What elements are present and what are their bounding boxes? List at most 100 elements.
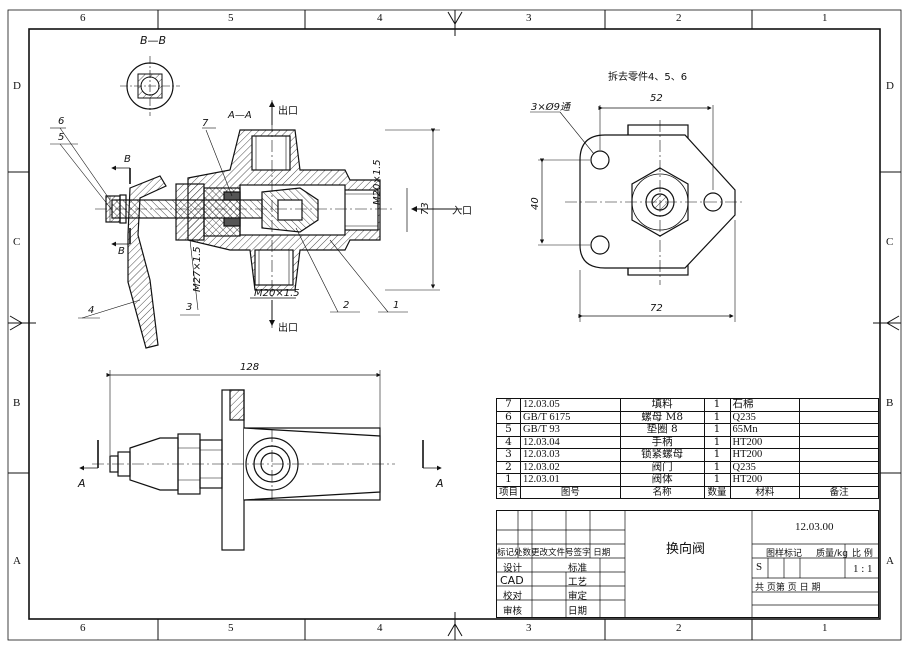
- section-aa-label: A—A: [228, 110, 252, 121]
- zone-left-d: D: [13, 80, 21, 92]
- bom-cell-code: 12.03.04: [520, 435, 621, 449]
- weight-header: 质量/kg: [816, 549, 848, 559]
- outlet-bottom-label: 出口: [278, 323, 298, 334]
- outlet-top-label: 出口: [278, 106, 298, 117]
- thread-m20-bottom-label: M20×1.5: [254, 288, 300, 299]
- bom-cell-qty: 1: [703, 398, 731, 412]
- zone-top-3: 3: [526, 12, 532, 24]
- cut-b-bottom-label: B: [118, 246, 125, 257]
- balloon-4: 4: [88, 305, 95, 316]
- bom-cell-qty: 1: [703, 423, 731, 437]
- balloon-2: 2: [343, 300, 350, 311]
- bom-cell-code: GB/T 93: [520, 423, 621, 437]
- balloon-1: 1: [393, 300, 400, 311]
- balloon-7: 7: [202, 118, 209, 129]
- bom-cell-material: 石棉: [729, 398, 801, 412]
- bom-cell-no: 2: [495, 460, 522, 474]
- label-date: 日期: [568, 606, 588, 617]
- label-design: 设计: [503, 563, 523, 574]
- label-process: 工艺: [568, 577, 588, 588]
- zone-left-a: A: [13, 555, 21, 567]
- section-bb-view: [120, 56, 180, 116]
- bom-cell-name: 螺母 M8: [619, 410, 705, 424]
- bom-cell-code: GB/T 6175: [520, 410, 621, 424]
- bom-cell-note: [799, 423, 879, 437]
- zone-right-b: B: [886, 397, 894, 409]
- bom-cell-note: [799, 460, 879, 474]
- bom-cell-qty: 1: [703, 460, 731, 474]
- bom-cell-code: 12.03.05: [520, 398, 621, 412]
- bom-cell-material: 65Mn: [729, 423, 801, 437]
- zone-left-b: B: [13, 397, 21, 409]
- zone-right-a: A: [886, 555, 894, 567]
- label-cad: CAD: [500, 574, 524, 587]
- bom-cell-code: 12.03.01: [520, 473, 621, 487]
- bom-cell-no: 3: [495, 448, 522, 462]
- title-block: [496, 510, 879, 618]
- label-approve: 审定: [568, 591, 588, 602]
- dim-40: 40: [530, 197, 541, 210]
- drawing-number: 12.03.00: [795, 521, 834, 533]
- thread-m20-label: M20×1.5: [372, 159, 383, 205]
- bom-cell-no: 1: [495, 473, 522, 487]
- bom-cell-name: 垫圈 8: [619, 423, 705, 437]
- sheet-info: 共 页第 页 日 期: [755, 583, 821, 593]
- scale-header: 比 例: [852, 549, 873, 559]
- bom-cell-note: [799, 435, 879, 449]
- label-review: 审核: [503, 606, 523, 617]
- balloon-3: 3: [186, 302, 193, 313]
- bom-cell-name: 锁紧螺母: [619, 448, 705, 462]
- bom-header-code: 图号: [520, 485, 621, 499]
- bom-cell-material: Q235: [729, 410, 801, 424]
- zone-left-c: C: [13, 236, 21, 248]
- zone-bottom-5: 5: [228, 622, 234, 634]
- revision-header: 标记处数更改文件号签字 日期: [497, 548, 611, 558]
- bom-header-qty: 数量: [703, 485, 731, 499]
- zone-top-5: 5: [228, 12, 234, 24]
- zone-top-4: 4: [377, 12, 383, 24]
- bom-cell-material: HT200: [729, 435, 801, 449]
- main-section-view: [50, 100, 462, 349]
- bom-cell-name: 阀门: [619, 460, 705, 474]
- dim-52: 52: [650, 93, 663, 104]
- bom-cell-code: 12.03.03: [520, 448, 621, 462]
- inlet-label: 入口: [452, 206, 472, 217]
- bom-cell-name: 手柄: [619, 435, 705, 449]
- zone-bottom-1: 1: [822, 622, 828, 634]
- zone-top-2: 2: [676, 12, 682, 24]
- bom-header-material: 材料: [729, 485, 801, 499]
- bom-cell-name: 填料: [619, 398, 705, 412]
- drawing-title: 换向阀: [666, 542, 706, 557]
- front-view: [79, 370, 442, 551]
- bom-cell-material: Q235: [729, 460, 801, 474]
- bom-cell-note: [799, 473, 879, 487]
- bom-cell-qty: 1: [703, 435, 731, 449]
- bom-cell-note: [799, 410, 879, 424]
- balloon-5: 5: [58, 132, 65, 143]
- bom-cell-no: 7: [495, 398, 522, 412]
- zone-bottom-4: 4: [377, 622, 383, 634]
- zone-bottom-2: 2: [676, 622, 682, 634]
- dim-128: 128: [240, 362, 260, 373]
- sheet-frame: [7, 9, 902, 641]
- dim-73: 73: [420, 202, 431, 215]
- stage-mark: S: [756, 561, 763, 573]
- zone-right-c: C: [886, 236, 894, 248]
- zone-bottom-6: 6: [80, 622, 86, 634]
- bom-header-row: 项目图号名称数量材料备注: [495, 485, 879, 499]
- top-view: [530, 105, 745, 322]
- stage-header: 图样标记: [766, 549, 803, 559]
- bom-cell-name: 阀体: [619, 473, 705, 487]
- label-standard: 标准: [568, 563, 588, 574]
- zone-top-1: 1: [822, 12, 828, 24]
- cut-a-right-label: A: [436, 477, 444, 490]
